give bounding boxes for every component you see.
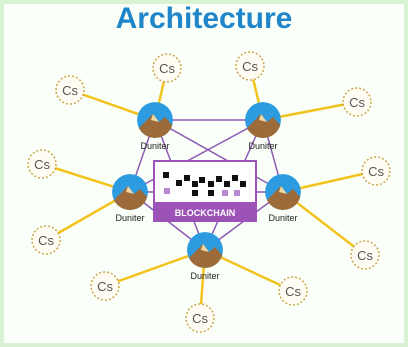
client-5: Cs — [27, 149, 57, 179]
duniter-node-icon — [187, 232, 223, 268]
cs-client-icon — [350, 240, 380, 270]
cs-client-icon — [278, 276, 308, 306]
client-8: Cs — [350, 240, 380, 270]
client-9: Cs — [90, 271, 120, 301]
client-label: Cs — [285, 284, 301, 299]
client-4: Cs — [342, 87, 372, 117]
node-label: Duniter — [268, 213, 297, 223]
node-label: Duniter — [190, 271, 219, 281]
blockchain-icon — [153, 160, 257, 222]
mesh-edge — [154, 119, 284, 193]
client-label: Cs — [368, 164, 384, 179]
client-3: Cs — [235, 51, 265, 81]
duniter-node-3: Duniter — [112, 174, 148, 223]
duniter-node-5: Duniter — [187, 232, 223, 281]
client-label: Cs — [34, 157, 50, 172]
client-label: Cs — [242, 59, 258, 74]
client-2: Cs — [152, 53, 182, 83]
node-label: Duniter — [140, 141, 169, 151]
client-label: Cs — [349, 95, 365, 110]
client-10: Cs — [278, 276, 308, 306]
cs-client-icon — [152, 53, 182, 83]
duniter-node-4: Duniter — [265, 174, 301, 223]
cs-client-icon — [55, 75, 85, 105]
duniter-node-icon — [112, 174, 148, 210]
cs-client-icon — [361, 156, 391, 186]
mesh-edge — [129, 119, 264, 193]
cs-client-icon — [90, 271, 120, 301]
cs-client-icon — [342, 87, 372, 117]
client-label: Cs — [62, 83, 78, 98]
duniter-node-icon — [265, 174, 301, 210]
client-label: Cs — [97, 279, 113, 294]
node-label: Duniter — [248, 141, 277, 151]
cs-client-icon — [31, 225, 61, 255]
duniter-node-2: Duniter — [245, 102, 281, 151]
diagram-title: Architecture — [115, 2, 293, 35]
blockchain-label: BLOCKCHAIN — [175, 208, 236, 218]
duniter-node-icon — [137, 102, 173, 138]
duniter-node-icon — [245, 102, 281, 138]
client-label: Cs — [159, 61, 175, 76]
client-label: Cs — [38, 233, 54, 248]
cs-client-icon — [235, 51, 265, 81]
duniter-node-1: Duniter — [137, 102, 173, 151]
client-11: Cs — [185, 303, 215, 333]
client-label: Cs — [357, 248, 373, 263]
client-7: Cs — [361, 156, 391, 186]
node-label: Duniter — [115, 213, 144, 223]
client-6: Cs — [31, 225, 61, 255]
client-1: Cs — [55, 75, 85, 105]
cs-client-icon — [185, 303, 215, 333]
client-label: Cs — [192, 311, 208, 326]
cs-client-icon — [27, 149, 57, 179]
